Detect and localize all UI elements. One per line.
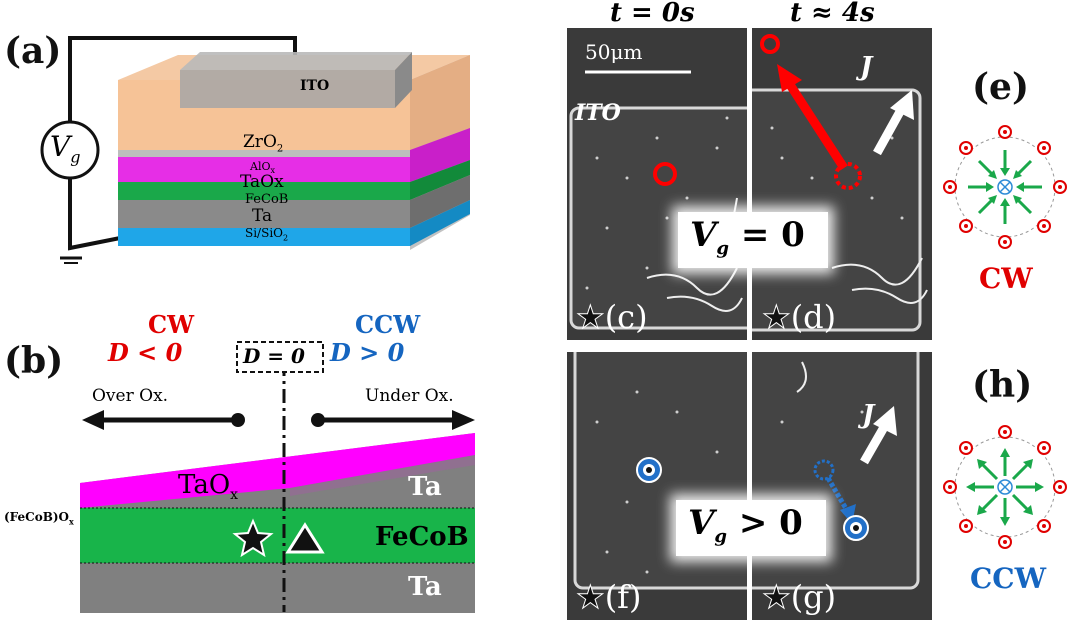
fecob-oxide-label: (FeCoB)Ox xyxy=(4,510,74,527)
layer-zro2-label: ZrO2 xyxy=(243,132,284,155)
ccw-condition: D > 0 xyxy=(330,338,405,367)
fecob-region-label: FeCoB xyxy=(375,522,469,552)
ta-top-label: Ta xyxy=(408,472,442,502)
panel-label-b: (b) xyxy=(4,340,64,382)
panel-label-a: (a) xyxy=(4,30,62,72)
ccw-label: CCW xyxy=(355,310,421,339)
panel-label-d: ★(d) xyxy=(762,298,837,337)
over-oxidized-label: Over Ox. xyxy=(92,386,169,406)
d-zero-label: D = 0 xyxy=(243,344,305,368)
vg-zero-label: Vg = 0 xyxy=(690,215,805,259)
cw-label: CW xyxy=(148,310,195,339)
cw-condition: D < 0 xyxy=(108,338,183,367)
layer-substrate-label: Si/SiO2 xyxy=(245,226,289,243)
vg-zero-box xyxy=(678,212,828,268)
layer-fecob-label: FeCoB xyxy=(245,192,289,207)
scale-bar-label: 50μm xyxy=(585,40,643,64)
layer-ta-label: Ta xyxy=(252,206,273,226)
layer-ito-label: ITO xyxy=(300,78,330,94)
panel-label-e: (e) xyxy=(972,66,1029,108)
current-arrow-label-g: J xyxy=(862,400,875,430)
panel-label-g: ★(g) xyxy=(762,578,837,617)
layer-alox-label: AlOx xyxy=(250,160,275,176)
device-stack-diagram xyxy=(40,36,470,264)
cw-skyrmion-diagram xyxy=(943,125,1067,249)
taox-region-label: TaOx xyxy=(178,470,239,504)
cw-chirality-label: CW xyxy=(979,262,1033,295)
time-zero-label: t = 0s xyxy=(610,0,695,28)
layer-taox-label: TaOx xyxy=(240,172,284,192)
phase-diagram xyxy=(80,341,475,613)
kerr-image-d xyxy=(752,28,932,340)
current-arrow-label-d: J xyxy=(860,52,873,82)
ito-image-label: ITO xyxy=(575,100,621,126)
panel-label-f: ★(f) xyxy=(576,578,642,617)
vg-positive-label: Vg > 0 xyxy=(688,503,803,547)
ccw-chirality-label: CCW xyxy=(970,562,1047,595)
kerr-image-c xyxy=(567,28,747,340)
ccw-skyrmion-diagram xyxy=(943,425,1067,549)
time-four-label: t ≈ 4s xyxy=(790,0,875,28)
ta-bottom-label: Ta xyxy=(408,572,442,602)
panel-label-h: (h) xyxy=(972,364,1033,406)
vg-positive-box xyxy=(676,500,826,556)
under-oxidized-label: Under Ox. xyxy=(365,386,454,406)
gate-voltage-symbol: Vg xyxy=(50,130,81,167)
panel-label-c: ★(c) xyxy=(576,298,648,337)
